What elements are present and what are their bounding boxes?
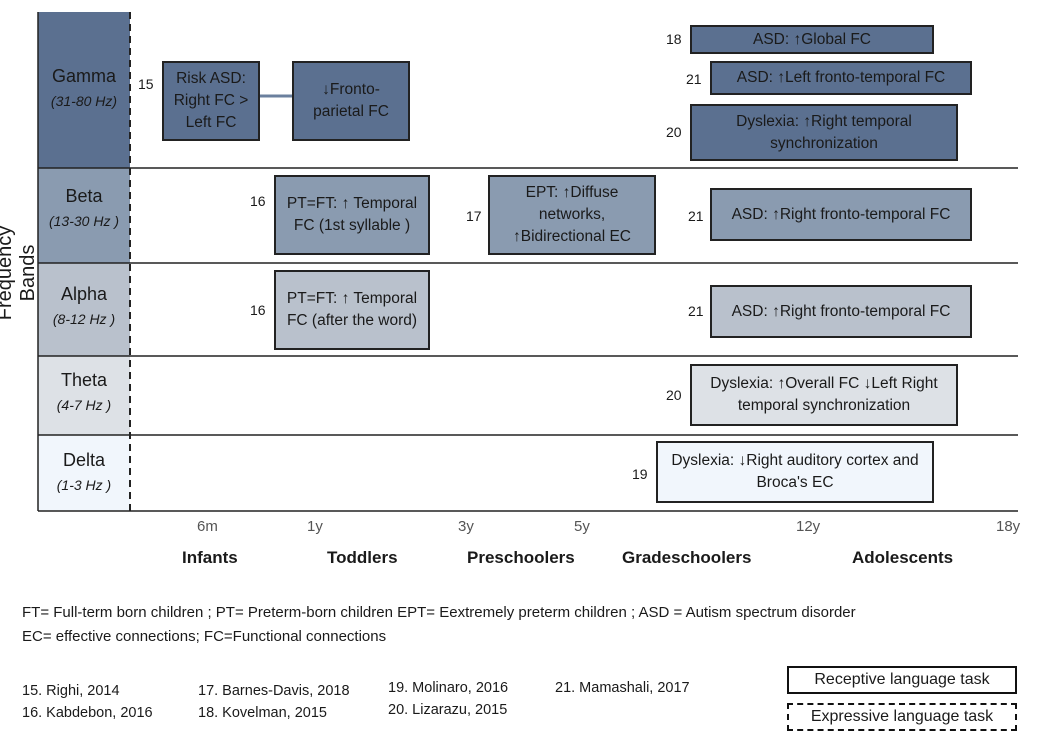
band-cell-theta [38,356,130,435]
legend-receptive-task: Receptive language task [787,666,1017,694]
stage-label: Infants [182,548,238,567]
citation: 17. Barnes-Davis, 2018 [198,683,350,699]
band-range: (13-30 Hz ) [48,213,120,229]
stage-label: Adolescents [852,548,954,567]
reference-number: 15 [138,76,154,92]
band-cell-delta [38,435,130,511]
reference-number: 19 [632,466,648,482]
reference-number: 16 [250,193,266,209]
band-label-theta: Theta (4-7 Hz ) [38,370,130,413]
reference-number: 18 [666,31,682,47]
reference-number: 21 [686,71,702,87]
finding-alpha-asd: ASD: ↑Right fronto-temporal FC [710,285,972,338]
band-cell-gamma [38,12,130,168]
finding-gamma-risk-asd: Risk ASD: Right FC > Left FC [162,61,260,141]
y-axis-title: Frequency Bands [0,225,39,321]
stage-label: Preschoolers [467,548,575,567]
finding-alpha-pt-ft: PT=FT: ↑ Temporal FC (after the word) [274,270,430,350]
reference-number: 20 [666,124,682,140]
axis-tick: 12y [796,518,821,535]
band-range: (31-80 Hz) [50,93,118,109]
reference-number: 21 [688,303,704,319]
band-range: (1-3 Hz ) [56,477,112,493]
band-cell-beta [38,168,130,263]
band-cell-alpha [38,263,130,356]
legend-expressive-task: Expressive language task [787,703,1017,731]
axis-tick: 3y [458,518,474,535]
band-label-alpha: Alpha (8-12 Hz ) [38,284,130,327]
finding-beta-ept: EPT: ↑Diffuse networks, ↑Bidirectional E… [488,175,656,255]
band-name: Delta [62,450,106,470]
citation: 20. Lizarazu, 2015 [388,702,508,718]
finding-gamma-dyslexia: Dyslexia: ↑Right temporal synchronizatio… [690,104,958,161]
stage-label: Toddlers [327,548,398,567]
band-name: Alpha [60,284,108,304]
band-range: (8-12 Hz ) [52,311,116,327]
citation: 15. Righi, 2014 [22,683,120,699]
band-name: Gamma [51,66,116,86]
stage-label: Gradeschoolers [622,548,752,567]
band-name: Beta [65,186,103,206]
axis-tick: 1y [307,518,323,535]
citation: 21. Mamashali, 2017 [555,680,690,696]
axis-tick: 18y [996,518,1021,535]
band-name: Theta [60,370,108,390]
citation: 19. Molinaro, 2016 [388,680,509,696]
finding-beta-asd: ASD: ↑Right fronto-temporal FC [710,188,972,241]
band-range: (4-7 Hz ) [56,397,112,413]
finding-delta-dyslexia: Dyslexia: ↓Right auditory cortex and Bro… [656,441,934,503]
citation: 16. Kabdebon, 2016 [22,705,153,721]
band-label-beta: Beta (13-30 Hz ) [38,186,130,229]
finding-theta-dyslexia: Dyslexia: ↑Overall FC ↓Left Right tempor… [690,364,958,426]
finding-gamma-asd-global: ASD: ↑Global FC [690,25,934,54]
reference-number: 20 [666,387,682,403]
reference-number: 16 [250,302,266,318]
band-label-gamma: Gamma (31-80 Hz) [38,66,130,109]
finding-gamma-fronto-parietal: ↓Fronto- parietal FC [292,61,410,141]
reference-number: 17 [466,208,482,224]
reference-number: 21 [688,208,704,224]
citation: 18. Kovelman, 2015 [198,705,327,721]
axis-tick: 6m [197,518,218,535]
abbreviations-line-2: EC= effective connections; FC=Functional… [22,628,387,645]
finding-gamma-asd-left-ft: ASD: ↑Left fronto-temporal FC [710,61,972,95]
finding-beta-pt-ft: PT=FT: ↑ Temporal FC (1st syllable ) [274,175,430,255]
band-label-delta: Delta (1-3 Hz ) [38,450,130,493]
abbreviations-line-1: FT= Full-term born children ; PT= Preter… [22,604,856,621]
axis-tick: 5y [574,518,590,535]
